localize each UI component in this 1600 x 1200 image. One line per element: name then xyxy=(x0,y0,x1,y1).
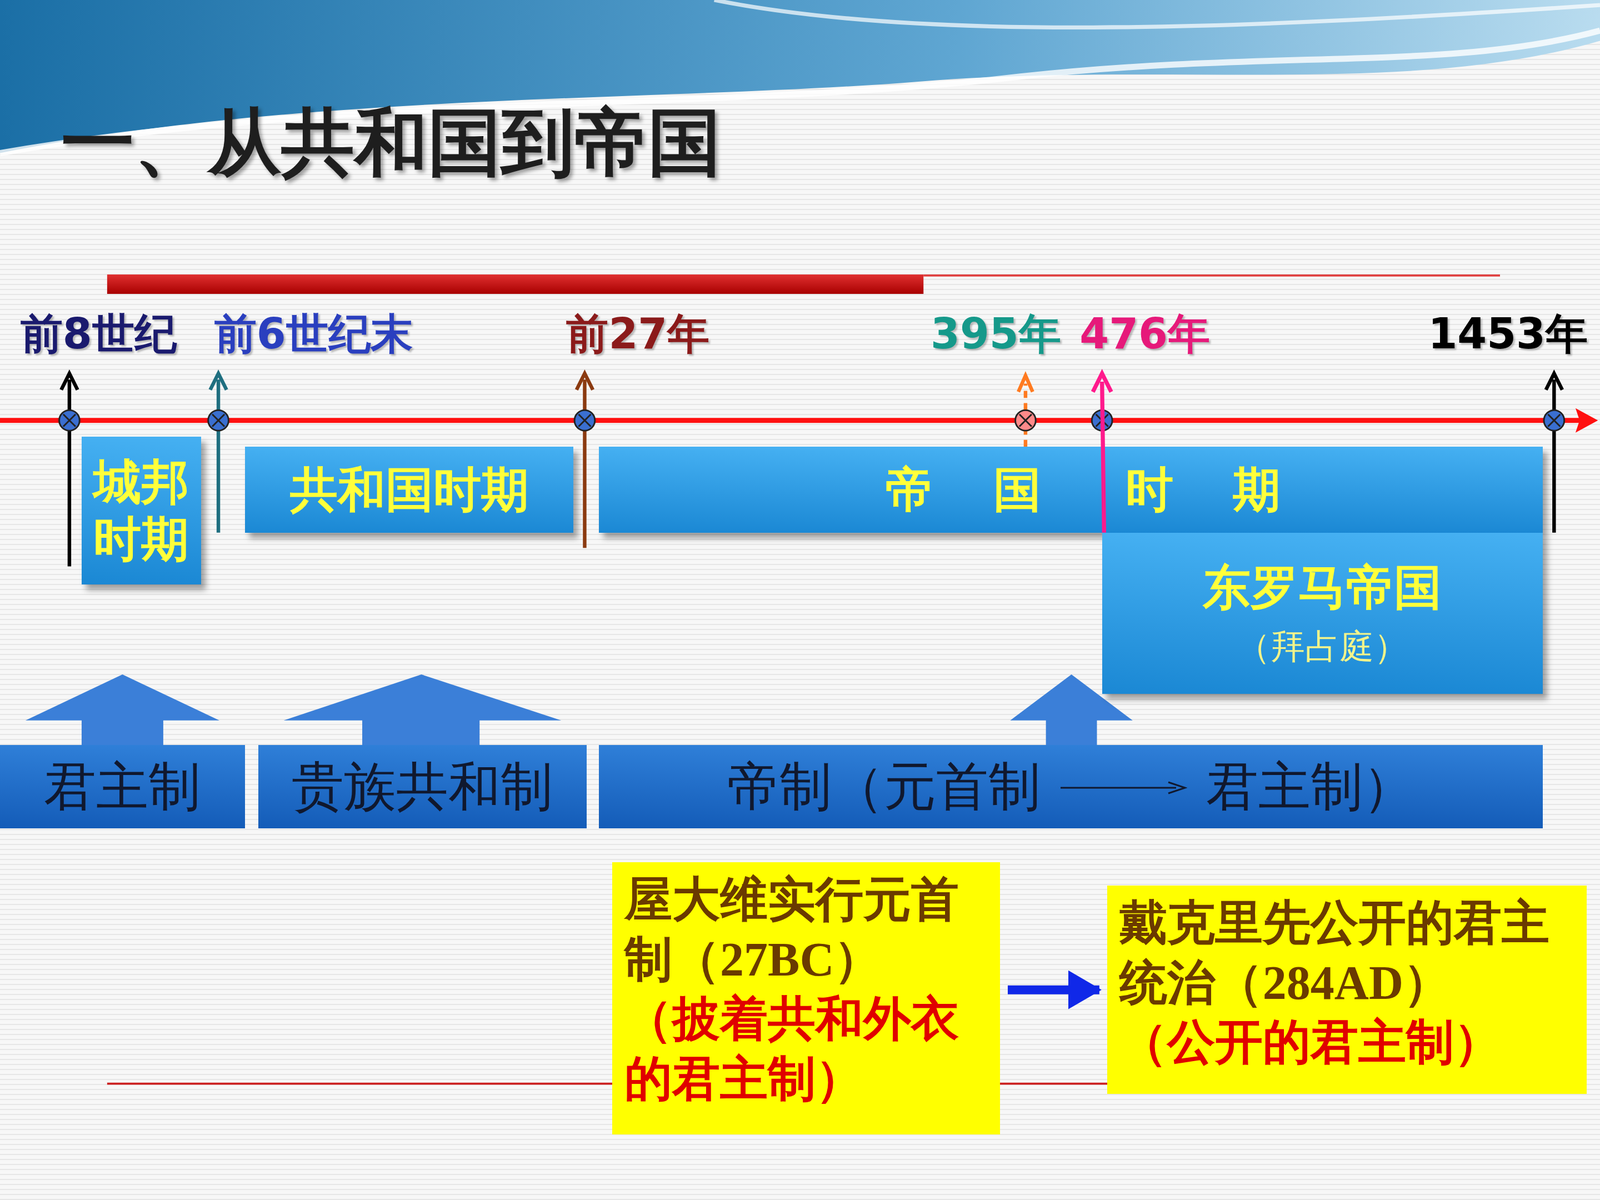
red-thin-line xyxy=(923,274,1500,277)
axis-markers xyxy=(59,410,1565,431)
period-box: 城邦时期 xyxy=(81,436,202,585)
date-label: 476年 xyxy=(1079,306,1210,364)
date-label: 前6世纪末 xyxy=(214,306,413,364)
node-text: 贵族共和制 xyxy=(291,755,553,819)
date-label: 前27年 xyxy=(566,306,710,364)
date-label: 前8世纪 xyxy=(20,306,177,364)
date-label: 1453年 xyxy=(1427,306,1588,364)
red-bar xyxy=(107,274,924,294)
node-text: 共和国时期 xyxy=(290,461,529,519)
slide-title: 一、从共和国到帝国 xyxy=(61,93,722,193)
note-box: 戴克里先公开的君主统治（284AD）（公开的君主制） xyxy=(1107,885,1587,1094)
node-text: 时 期 xyxy=(1125,461,1281,519)
node-text: （披着共和外衣的君主制） xyxy=(624,989,988,1109)
node-text: 君主制 xyxy=(43,755,201,819)
time-axis xyxy=(0,417,1584,423)
banner-swoosh xyxy=(714,0,1600,28)
note-box: 屋大维实行元首制（27BC）（披着共和外衣的君主制） xyxy=(612,862,1000,1135)
node-text: 东罗马帝国 xyxy=(1202,558,1442,617)
regime-band: 君主制 xyxy=(0,745,245,829)
node-text: 屋大维实行元首制（27BC） xyxy=(624,870,988,990)
node-text: 帝制（元首制 xyxy=(727,755,1041,819)
node-text: 城邦时期 xyxy=(87,453,196,568)
regime-band: 帝制（元首制 君主制） xyxy=(598,745,1543,829)
period-band: 帝 国时 期 xyxy=(598,446,1543,533)
node-text: （公开的君主制） xyxy=(1119,1012,1502,1073)
empire-box: 东罗马帝国 （拜占庭） xyxy=(1102,532,1543,694)
node-text: 君主制） xyxy=(1206,755,1415,819)
regime-band: 贵族共和制 xyxy=(258,745,587,829)
axis-arrowhead xyxy=(1575,408,1598,433)
inline-arrow xyxy=(1059,775,1188,798)
node-text: （拜占庭） xyxy=(1236,626,1409,668)
node-text: 帝 国 xyxy=(885,461,1041,519)
date-label: 395年 xyxy=(930,306,1062,364)
period-box: 共和国时期 xyxy=(245,446,574,533)
flow-arrow xyxy=(1007,985,1100,995)
node-text: 戴克里先公开的君主统治（284AD） xyxy=(1119,893,1575,1013)
block-arrows xyxy=(25,674,1133,747)
